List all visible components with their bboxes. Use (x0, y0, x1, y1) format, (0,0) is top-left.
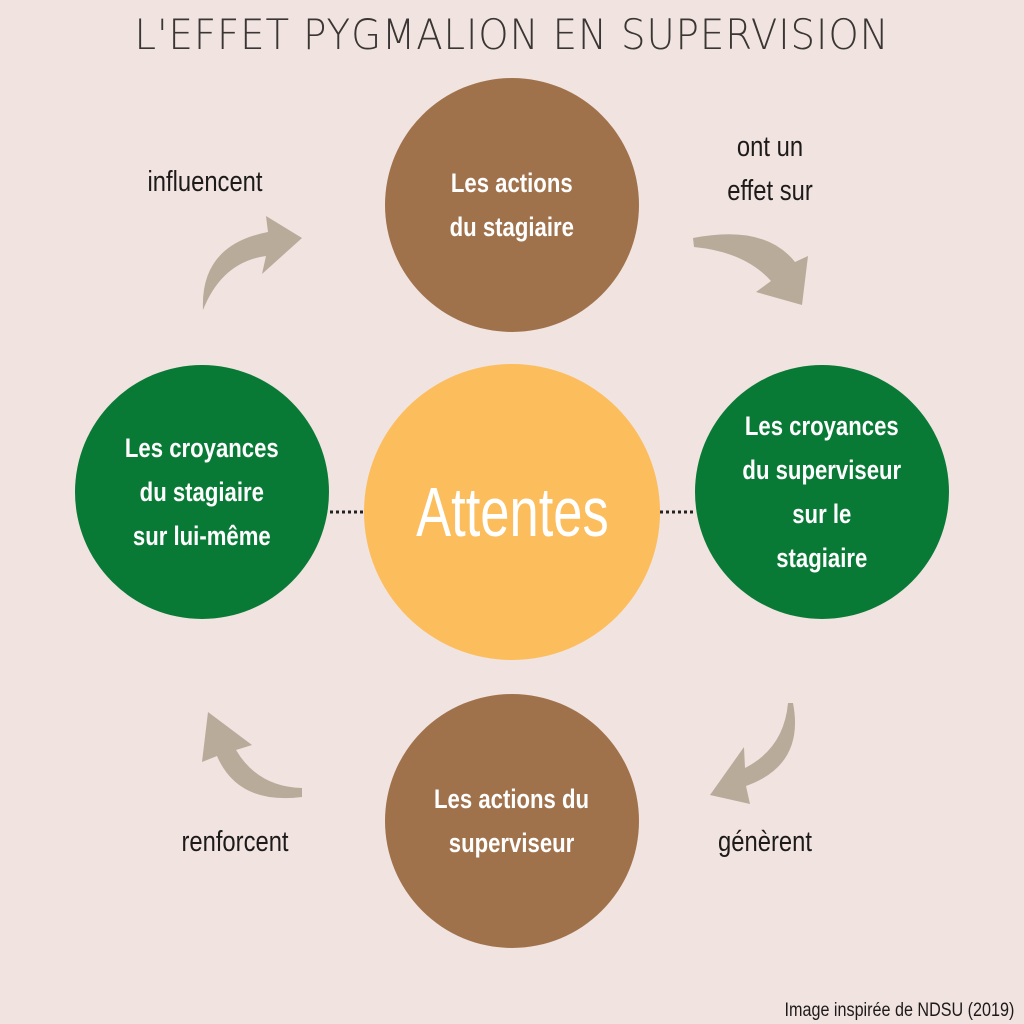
node-stagiaire-actions: Les actions du stagiaire (385, 78, 639, 332)
edge-label-top-right: ont un effet sur (727, 131, 813, 207)
arrow-icon-top-right (693, 234, 808, 305)
arrow-icon-top-left (202, 216, 302, 310)
edge-label-bottom-left: renforcent (181, 826, 289, 858)
node-stagiaire-beliefs: Les croyances du stagiaire sur lui-même (75, 365, 329, 619)
center-label: Attentes (415, 473, 609, 551)
edge-label-top-left: influencent (147, 166, 263, 198)
node-superviseur-beliefs: Les croyances du superviseur sur le stag… (695, 365, 949, 619)
node-label: Les croyances du stagiaire sur lui-même (125, 433, 279, 551)
node-label: Les actions du superviseur (434, 784, 590, 858)
page-title: L'EFFET PYGMALION EN SUPERVISION (134, 10, 890, 59)
center-node-attentes: Attentes (364, 364, 660, 660)
edge-label-bottom-right: génèrent (718, 826, 812, 858)
image-credit: Image inspirée de NDSU (2019) (784, 1000, 1014, 1021)
node-label: Les croyances du superviseur sur le stag… (742, 411, 902, 573)
arrow-icon-bottom-right (710, 703, 796, 804)
node-superviseur-actions: Les actions du superviseur (385, 694, 639, 948)
node-label: Les actions du stagiaire (449, 168, 575, 242)
arrow-icon-bottom-left (202, 712, 302, 799)
